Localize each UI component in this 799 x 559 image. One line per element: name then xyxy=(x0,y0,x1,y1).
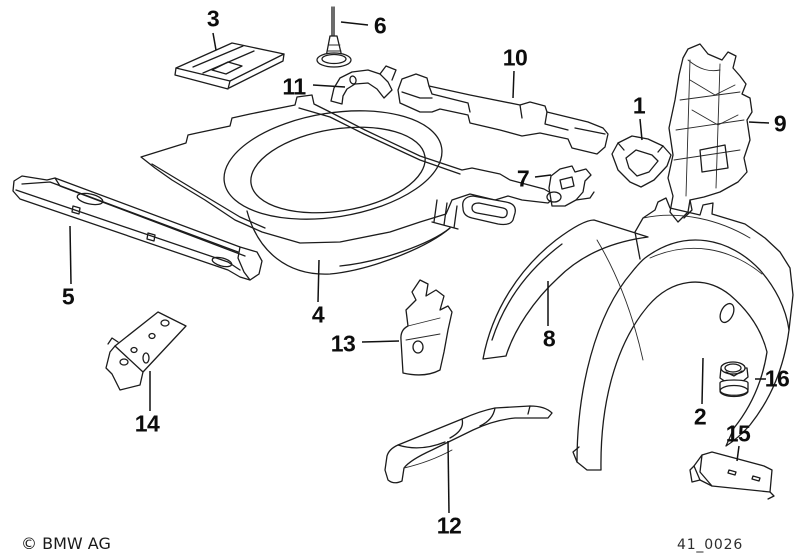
part-leader-3 xyxy=(212,32,217,51)
part-14-drawing xyxy=(105,311,187,391)
part-5-drawing xyxy=(12,175,263,281)
copyright-text: © BMW AG xyxy=(21,534,111,553)
part-16-drawing xyxy=(719,361,749,398)
part-10-drawing xyxy=(397,73,609,155)
part-11-drawing xyxy=(330,65,397,105)
part-leader-13 xyxy=(361,340,400,343)
part-9-drawing xyxy=(667,43,753,223)
part-15-drawing xyxy=(689,451,775,500)
part-leader-1 xyxy=(639,118,643,141)
part-13-drawing xyxy=(400,279,453,376)
part-leader-9 xyxy=(748,121,770,124)
part-2-drawing xyxy=(572,197,794,471)
part-6-drawing xyxy=(316,6,352,68)
part-leader-11 xyxy=(312,84,346,88)
part-leader-2 xyxy=(701,357,704,405)
leader-lines xyxy=(69,21,770,514)
part-leader-7 xyxy=(534,174,552,178)
part-12-drawing xyxy=(384,405,553,484)
part-leader-15 xyxy=(736,445,740,462)
part-leader-12 xyxy=(447,440,450,514)
part-leader-4 xyxy=(317,259,320,303)
part-1-drawing xyxy=(611,135,672,188)
part-leader-10 xyxy=(512,70,515,99)
part-leader-6 xyxy=(340,21,369,26)
part-8-drawing xyxy=(482,219,649,360)
part-3-drawing xyxy=(174,42,285,90)
part-7-drawing xyxy=(546,165,595,207)
part-4-drawing xyxy=(140,94,557,275)
drawing-number: 41_0026 xyxy=(677,537,744,553)
part-leader-5 xyxy=(69,225,72,285)
